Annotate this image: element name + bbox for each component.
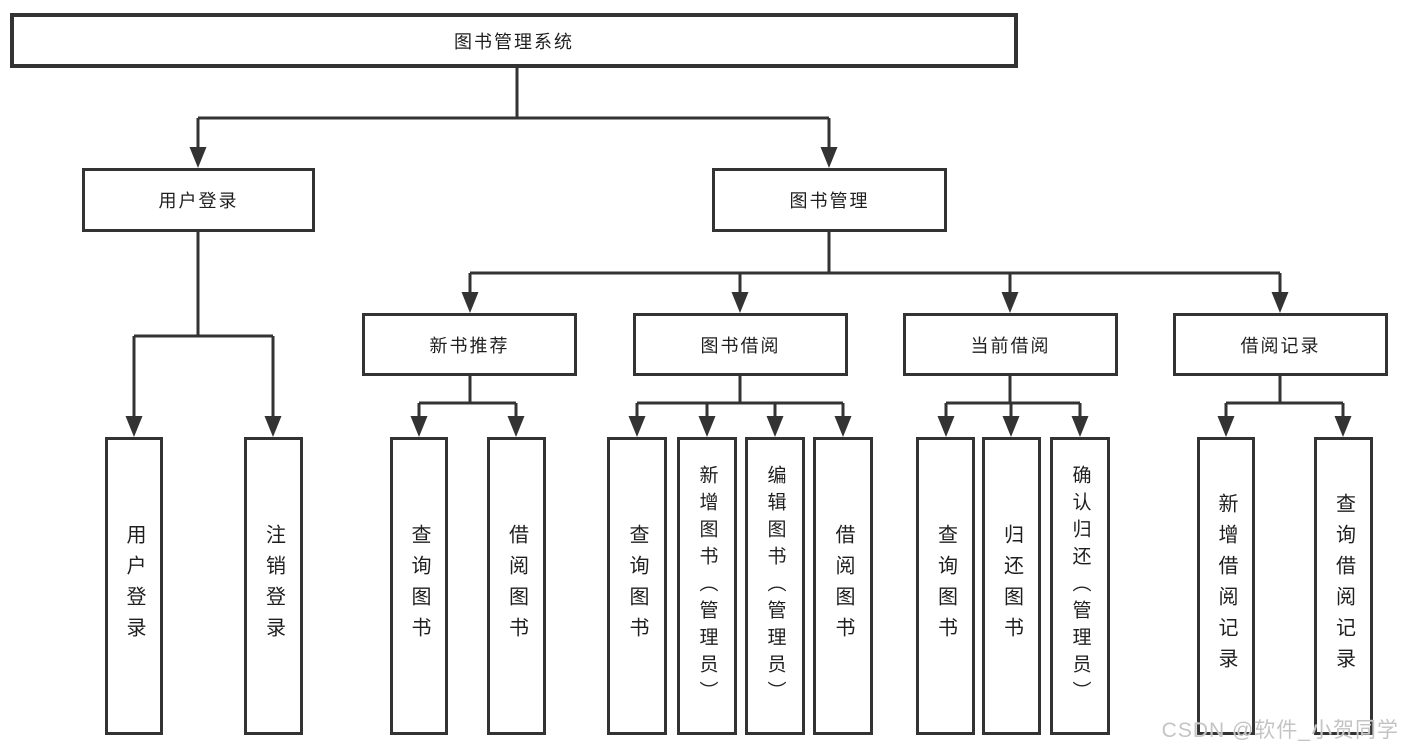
connector-new-book-recommend-branch	[410, 376, 525, 437]
connector-borrow-records-branch	[1217, 376, 1352, 437]
leaf-add-book-admin: 新增图书（管理员）	[677, 437, 737, 735]
leaf-query-books-borrow: 查询图书	[607, 437, 667, 735]
leaf-borrow-books: 借阅图书	[813, 437, 873, 735]
connector-root-to-level2	[189, 68, 838, 168]
leaf-query-borrow-record: 查询借阅记录	[1314, 437, 1373, 735]
node-new-book-recommend: 新书推荐	[362, 313, 577, 376]
connector-book-borrow-branch	[628, 376, 852, 437]
connector-current-borrow-branch	[937, 376, 1089, 437]
leaf-logout: 注销登录	[244, 437, 303, 735]
node-book-management: 图书管理	[712, 168, 947, 232]
connector-book-management-branch	[461, 232, 1289, 313]
leaf-return-book: 归还图书	[982, 437, 1041, 735]
node-current-borrow: 当前借阅	[903, 313, 1118, 376]
node-borrow-records: 借阅记录	[1173, 313, 1388, 376]
node-book-borrow: 图书借阅	[633, 313, 848, 376]
csdn-watermark: CSDN @软件_小贺同学	[1161, 719, 1399, 742]
leaf-borrow-books-recommend: 借阅图书	[487, 437, 546, 735]
leaf-query-books-recommend: 查询图书	[390, 437, 448, 735]
leaf-query-books-current: 查询图书	[916, 437, 975, 735]
connector-user-login-branch	[125, 232, 282, 437]
leaf-confirm-return-admin: 确认归还（管理员）	[1050, 437, 1110, 735]
node-user-login-branch: 用户登录	[82, 168, 315, 232]
leaf-edit-book-admin: 编辑图书（管理员）	[745, 437, 805, 735]
node-library-management-system: 图书管理系统	[10, 13, 1018, 68]
leaf-user-login: 用户登录	[105, 437, 163, 735]
leaf-add-borrow-record: 新增借阅记录	[1197, 437, 1255, 735]
